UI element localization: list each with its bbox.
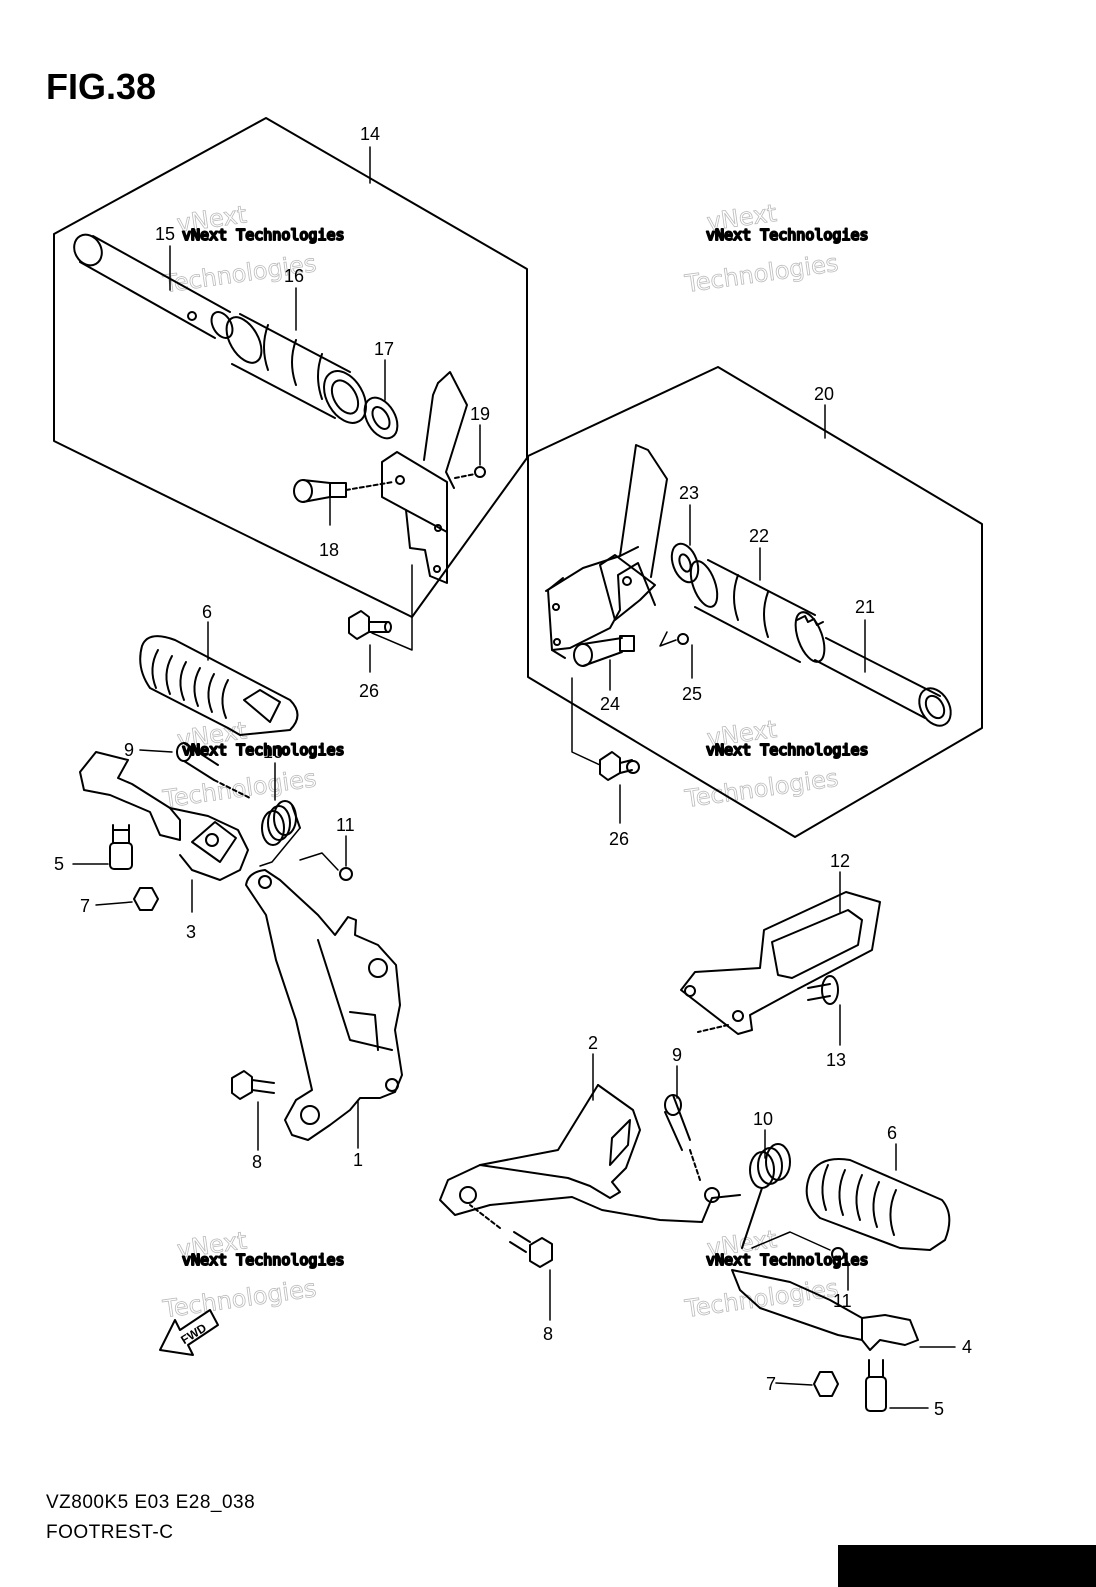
part-18-pin xyxy=(293,479,394,503)
callout-6-right: 6 xyxy=(887,1123,897,1143)
part-13-bolt-right xyxy=(697,975,839,1033)
watermark-4: vNext Technologies xyxy=(682,715,840,814)
leader-lines xyxy=(72,146,956,1409)
part-11-clip-left xyxy=(299,852,353,881)
watermark-text-6: vNext Technologies xyxy=(706,1251,869,1269)
part-15-pivot-pin xyxy=(73,233,234,339)
part-25-clip xyxy=(659,631,689,647)
callout-5-left: 5 xyxy=(54,854,64,874)
leader-26b-path xyxy=(571,677,601,766)
leader-26a-path xyxy=(371,564,413,651)
part-8-bolt-left xyxy=(231,1070,275,1100)
callout-18: 18 xyxy=(319,540,339,560)
watermark-text-5: vNext Technologies xyxy=(182,1251,345,1269)
callout-2: 2 xyxy=(588,1033,598,1053)
callout-10-left: 10 xyxy=(263,742,283,762)
figure-title: FIG.38 xyxy=(46,66,157,107)
callout-15: 15 xyxy=(155,224,175,244)
part-24-pin xyxy=(573,635,635,667)
part-26-bolt-left xyxy=(348,610,392,640)
svg-text:Technologies: Technologies xyxy=(682,1274,840,1323)
watermark-5: vNext Technologies xyxy=(160,1226,318,1324)
part-10-spring-left xyxy=(259,800,301,867)
part-9-pin-left xyxy=(176,742,251,799)
callout-16: 16 xyxy=(284,266,304,286)
part-bracket-upper-left xyxy=(381,371,468,584)
watermark-2: vNext Technologies xyxy=(682,199,840,299)
callout-12: 12 xyxy=(830,851,850,871)
callout-23: 23 xyxy=(679,483,699,503)
part-6-footrest-rubber-right xyxy=(805,1158,951,1251)
svg-text:Technologies: Technologies xyxy=(160,764,318,813)
callout-21: 21 xyxy=(855,597,875,617)
diagram-name: FOOTREST-C xyxy=(46,1522,174,1543)
callout-7-right: 7 xyxy=(766,1374,776,1394)
callout-22: 22 xyxy=(749,526,769,546)
part-8-bolt-right xyxy=(469,1204,553,1268)
svg-text:Technologies: Technologies xyxy=(160,1274,318,1323)
part-22-footrest-rubber xyxy=(689,559,826,663)
part-21-pivot-pin xyxy=(814,637,952,727)
callout-25: 25 xyxy=(682,684,702,704)
callout-24: 24 xyxy=(600,694,620,714)
part-17-washer xyxy=(363,396,399,440)
part-23-washer xyxy=(670,542,700,584)
callout-4: 4 xyxy=(962,1337,972,1357)
callout-11-left: 11 xyxy=(336,815,355,835)
watermark-6: vNext Technologies xyxy=(682,1225,840,1324)
callout-11-right: 11 xyxy=(833,1291,852,1311)
callout-7-left: 7 xyxy=(80,896,90,916)
part-12-bracket-right xyxy=(680,891,881,1035)
callout-26-left: 26 xyxy=(359,681,379,701)
part-bracket-right xyxy=(545,444,668,659)
corner-block xyxy=(838,1545,1096,1587)
callout-9-left: 9 xyxy=(124,740,134,760)
callout-9-right: 9 xyxy=(672,1045,682,1065)
watermark-3: vNext Technologies xyxy=(160,716,318,814)
callout-5-right: 5 xyxy=(934,1399,944,1419)
part-10-spring-right xyxy=(741,1143,791,1249)
callout-6-left: 6 xyxy=(202,602,212,622)
model-code: VZ800K5 E03 E28_038 xyxy=(46,1492,256,1513)
part-2-footrest-bracket-right xyxy=(439,1084,741,1223)
watermark-text-1: vNext Technologies xyxy=(182,226,345,244)
part-7-nut-left xyxy=(133,887,159,911)
callout-19: 19 xyxy=(470,404,490,424)
callout-labels: 14 15 16 17 18 19 20 21 22 23 24 25 26 2… xyxy=(54,124,972,1419)
part-4-footrest-bracket-right xyxy=(731,1269,919,1351)
part-9-pin-right xyxy=(664,1094,701,1181)
part-7-nut-right xyxy=(813,1371,839,1397)
watermark-text-2: vNext Technologies xyxy=(706,226,869,244)
part-5-bolt-left xyxy=(109,824,133,870)
part-16-footrest-rubber xyxy=(225,313,367,424)
callout-17: 17 xyxy=(374,339,394,359)
svg-text:Technologies: Technologies xyxy=(682,764,840,813)
assembly-box-20 xyxy=(527,366,983,838)
part-11-clip-right xyxy=(751,1231,845,1261)
callout-14: 14 xyxy=(360,124,380,144)
callout-1: 1 xyxy=(353,1150,363,1170)
callout-10-right: 10 xyxy=(753,1109,773,1129)
callout-8-right: 8 xyxy=(543,1324,553,1344)
svg-text:Technologies: Technologies xyxy=(682,249,840,298)
assembly-box-14 xyxy=(53,117,528,618)
watermark-text-3: vNext Technologies xyxy=(182,741,345,759)
part-26-bolt-right xyxy=(599,751,640,781)
callout-20: 20 xyxy=(814,384,834,404)
callout-3: 3 xyxy=(186,922,196,942)
part-5-bolt-right xyxy=(865,1359,887,1412)
part-19-clip xyxy=(454,466,486,479)
callout-8-left: 8 xyxy=(252,1152,262,1172)
watermark-text-4: vNext Technologies xyxy=(706,741,869,759)
part-3-footrest-bracket-left xyxy=(79,751,249,881)
part-1-footrest-bracket-main xyxy=(245,869,403,1141)
callout-26-right: 26 xyxy=(609,829,629,849)
callout-13: 13 xyxy=(826,1050,846,1070)
part-6-footrest-rubber-left xyxy=(139,635,299,736)
